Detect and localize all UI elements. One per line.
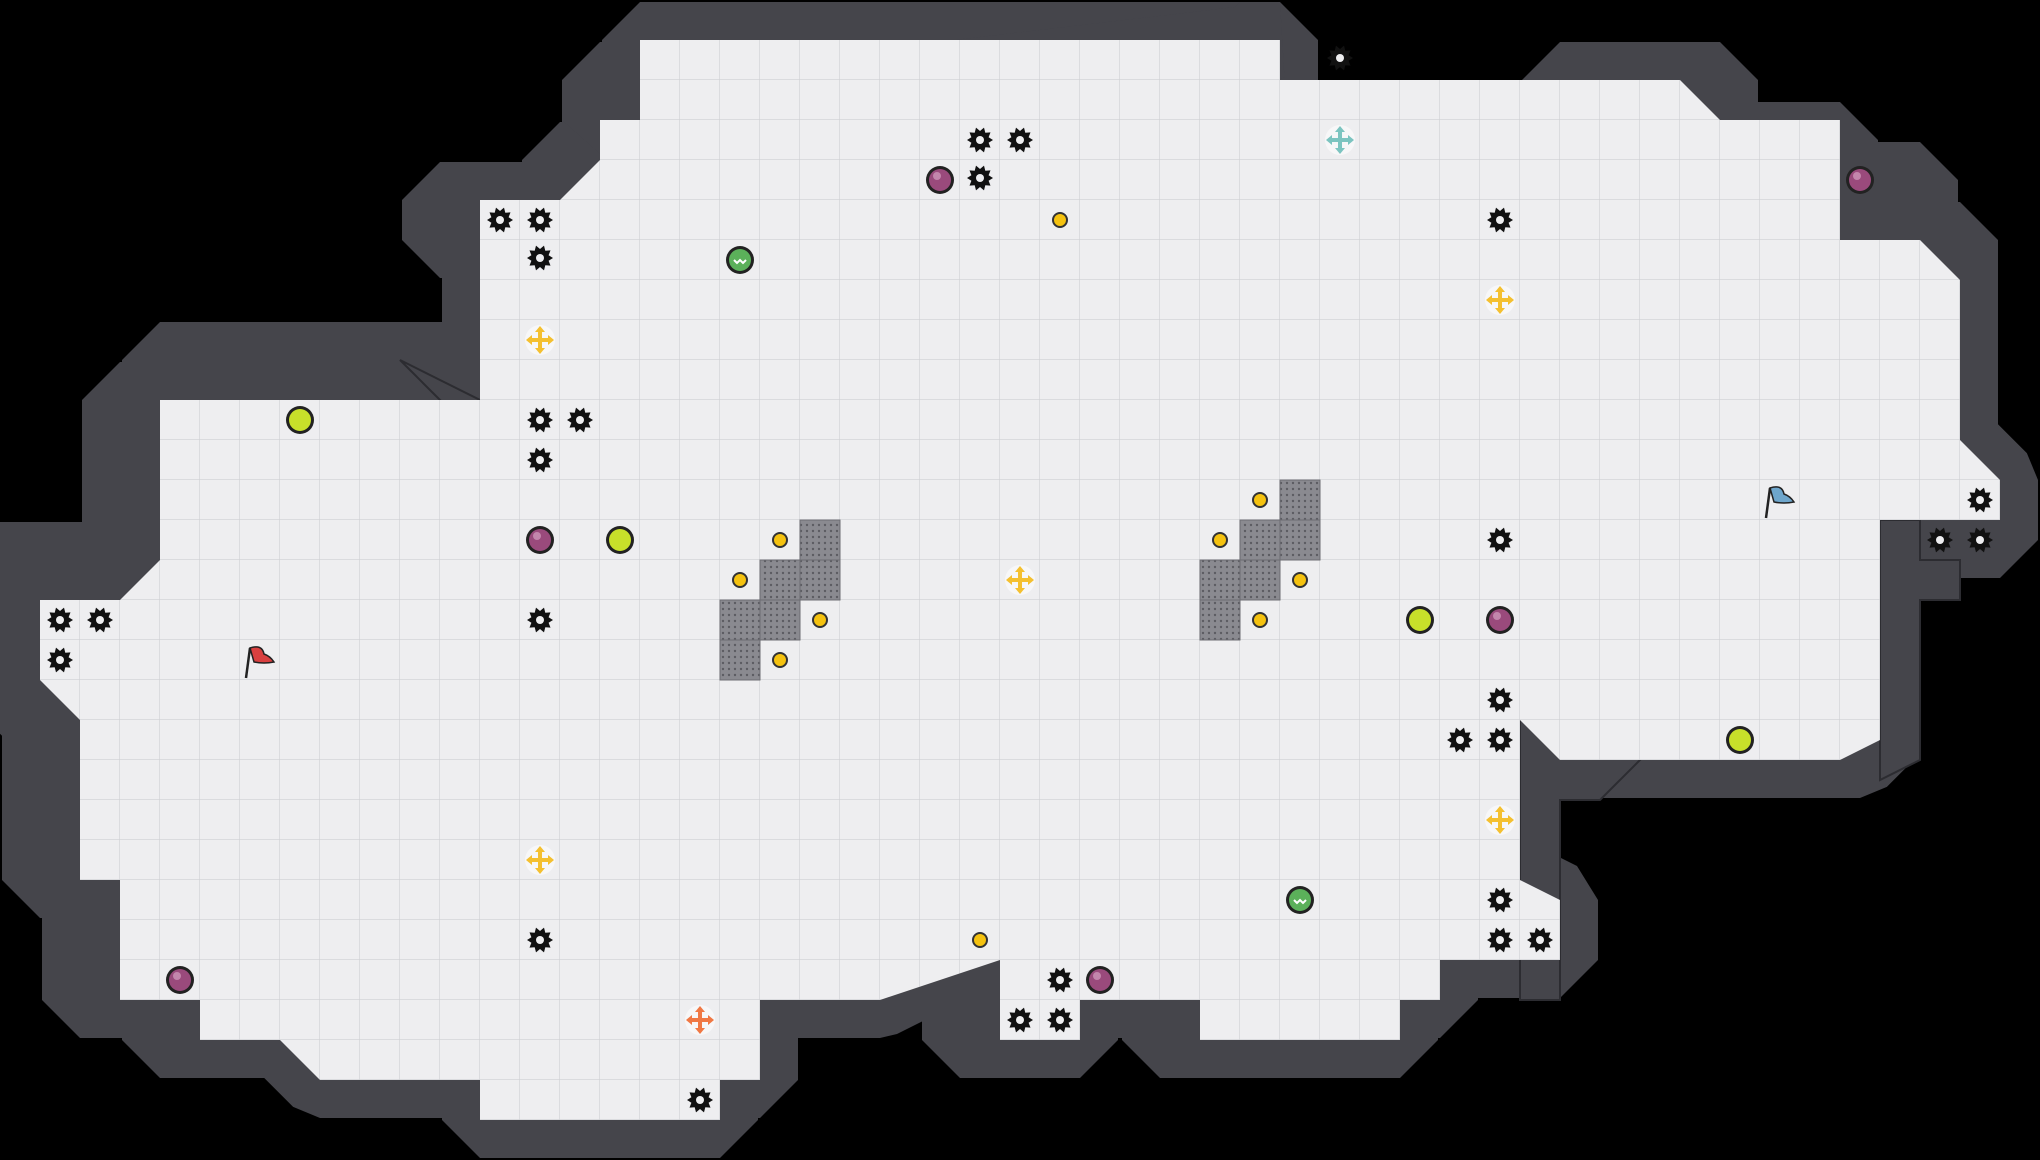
coin-icon: [772, 652, 788, 668]
spike-icon: [527, 927, 553, 953]
spike-icon: [1487, 927, 1513, 953]
spike-icon: [967, 165, 993, 191]
grates: [719, 479, 1321, 681]
coin-icon: [972, 932, 988, 948]
grate-icon: [1199, 559, 1241, 601]
powerup-icon: [1726, 726, 1754, 754]
powerup-icon: [726, 246, 754, 274]
map-items: [47, 45, 1993, 1113]
grate-icon: [799, 519, 841, 561]
spike-icon: [1487, 687, 1513, 713]
grate-icon: [1279, 519, 1321, 561]
spike-icon: [1487, 527, 1513, 553]
spike-icon: [47, 647, 73, 673]
bomb-icon: [926, 166, 954, 194]
coin-icon: [772, 532, 788, 548]
spike-icon: [1927, 527, 1953, 553]
coin-icon: [812, 612, 828, 628]
coin-icon: [1212, 532, 1228, 548]
grate-icon: [1239, 519, 1281, 561]
spike-icon: [1487, 887, 1513, 913]
spike-icon: [1527, 927, 1553, 953]
powerup-icon: [286, 406, 314, 434]
floor-top: [640, 40, 1280, 200]
spike-icon: [47, 607, 73, 633]
spike-icon: [527, 245, 553, 271]
booster-icon: [685, 1005, 715, 1035]
spike-icon: [1007, 127, 1033, 153]
spike-icon: [1967, 487, 1993, 513]
bomb-icon: [1086, 966, 1114, 994]
spike-icon: [527, 407, 553, 433]
booster-icon: [1485, 805, 1515, 835]
coin-icon: [1052, 212, 1068, 228]
coin-icon: [732, 572, 748, 588]
grate-icon: [719, 639, 761, 681]
spike-icon: [687, 1087, 713, 1113]
booster-icon: [1005, 565, 1035, 595]
grate-icon: [799, 559, 841, 601]
bomb-icon: [1486, 606, 1514, 634]
spike-icon: [967, 127, 993, 153]
bomb-icon: [526, 526, 554, 554]
flag-icon: [244, 646, 276, 679]
spike-icon: [527, 447, 553, 473]
booster-icon: [1485, 285, 1515, 315]
spike-icon: [1047, 1007, 1073, 1033]
spike-icon: [567, 407, 593, 433]
powerup-icon: [1406, 606, 1434, 634]
coin-icon: [1292, 572, 1308, 588]
grate-icon: [1239, 559, 1281, 601]
grate-icon: [719, 599, 761, 641]
spike-icon: [527, 607, 553, 633]
flag-icon: [1764, 486, 1796, 519]
spike-icon: [1007, 1007, 1033, 1033]
grate-icon: [759, 559, 801, 601]
spike-icon: [1327, 45, 1353, 71]
grate-icon: [1199, 599, 1241, 641]
spike-icon: [527, 207, 553, 233]
interior-wall: [1879, 519, 1961, 782]
spike-icon: [87, 607, 113, 633]
booster-icon: [1325, 125, 1355, 155]
spike-icon: [1447, 727, 1473, 753]
coin-icon: [1252, 492, 1268, 508]
booster-icon: [525, 325, 555, 355]
powerup-icon: [606, 526, 634, 554]
spike-icon: [1487, 727, 1513, 753]
grate-icon: [1279, 479, 1321, 521]
coin-icon: [1252, 612, 1268, 628]
bomb-icon: [166, 966, 194, 994]
grate-icon: [759, 599, 801, 641]
spike-icon: [1047, 967, 1073, 993]
spike-icon: [1967, 527, 1993, 553]
powerup-icon: [1286, 886, 1314, 914]
spike-icon: [487, 207, 513, 233]
bomb-icon: [1846, 166, 1874, 194]
spike-icon: [1487, 207, 1513, 233]
booster-icon: [525, 845, 555, 875]
